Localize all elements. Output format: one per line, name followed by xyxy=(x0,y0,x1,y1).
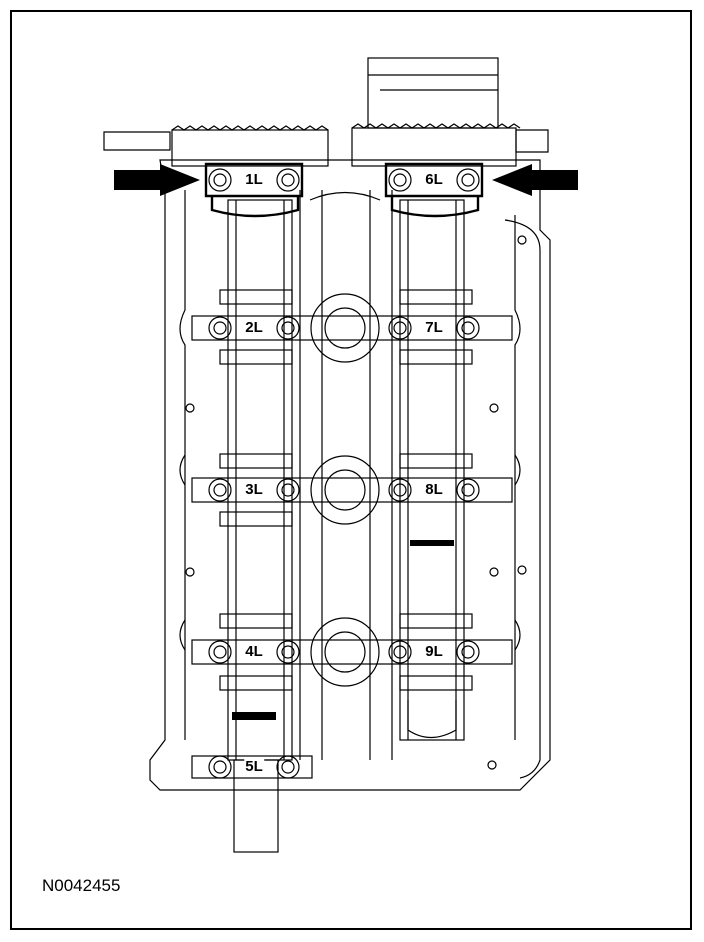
cap-bolts xyxy=(208,168,480,779)
left-sprocket xyxy=(171,125,329,167)
figure-frame xyxy=(10,10,692,930)
cap-label-9L: 9L xyxy=(424,643,444,660)
right-arrow-icon xyxy=(492,164,578,196)
cap-label-4L: 4L xyxy=(244,643,264,660)
figure-id: N0042455 xyxy=(42,876,121,895)
cap-label-3L: 3L xyxy=(244,481,264,498)
center-rails xyxy=(299,190,393,760)
cap-label-6L: 6L xyxy=(424,171,444,188)
cap-label-2L: 2L xyxy=(244,319,264,336)
cap-label-1L: 1L xyxy=(244,171,264,188)
cap-label-8L: 8L xyxy=(424,481,444,498)
right-sprocket xyxy=(351,57,521,167)
cap-label-5L: 5L xyxy=(244,758,264,775)
spark-plug-wells xyxy=(310,293,380,687)
cylinder-head-outline xyxy=(103,129,551,791)
cap-label-7L: 7L xyxy=(424,319,444,336)
bearing-cap-straps xyxy=(191,289,513,779)
hatch-marks xyxy=(232,540,454,720)
front-bearing-caps-highlighted xyxy=(204,162,484,218)
left-arrow-icon xyxy=(114,164,200,196)
